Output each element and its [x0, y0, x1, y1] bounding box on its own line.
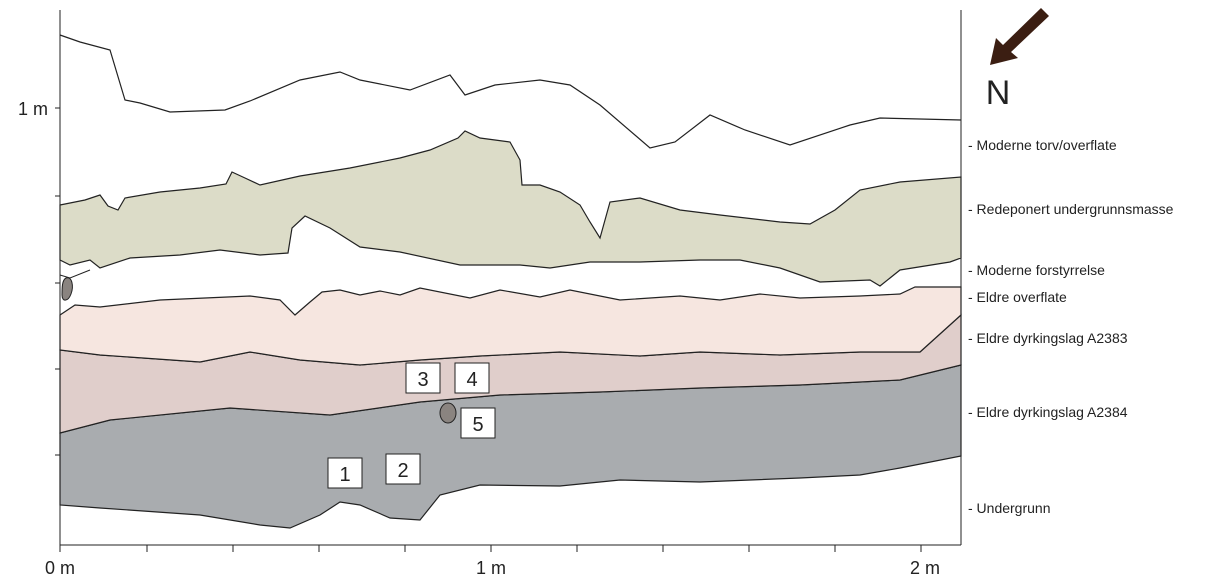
- y-axis-left: [55, 10, 61, 545]
- legend-undergrunn: - Undergrunn: [968, 500, 1051, 516]
- eldre-overflate-band: [59, 286, 962, 366]
- sample-marker-3: 3: [405, 362, 441, 394]
- legend-moderne-torv: - Moderne torv/overflate: [968, 137, 1117, 153]
- legend-a2383: - Eldre dyrkingslag A2383: [968, 330, 1128, 346]
- sample-label-3: 3: [417, 369, 428, 391]
- north-arrow-icon: [990, 8, 1049, 65]
- legend-eldre-overflate: - Eldre overflate: [968, 289, 1067, 305]
- forstyrrelse-line: [59, 269, 91, 279]
- redeponert-band: [59, 130, 962, 287]
- sample-label-1: 1: [339, 464, 350, 486]
- sample-marker-4: 4: [454, 362, 490, 394]
- sample-marker-1: 1: [327, 457, 363, 489]
- north-label: N: [986, 74, 1011, 112]
- legend-redeponert: - Redeponert undergrunnsmasse: [968, 201, 1174, 217]
- x-label-1m: 1 m: [476, 558, 506, 578]
- stone-left: [61, 277, 73, 301]
- sample-label-2: 2: [397, 460, 408, 482]
- x-axis: [59, 544, 961, 552]
- sample-marker-2: 2: [385, 453, 421, 485]
- sample-label-4: 4: [466, 369, 477, 391]
- legend-a2384: - Eldre dyrkingslag A2384: [968, 404, 1128, 420]
- x-label-2m: 2 m: [910, 558, 940, 578]
- y-label-1m: 1 m: [18, 99, 48, 119]
- layer-legend: - Moderne torv/overflate - Redeponert un…: [968, 137, 1174, 516]
- stone-centre: [439, 402, 457, 424]
- surface-line: [59, 34, 962, 149]
- sample-marker-5: 5: [460, 407, 496, 439]
- legend-moderne-forstyrrelse: - Moderne forstyrrelse: [968, 262, 1105, 278]
- x-label-0m: 0 m: [45, 558, 75, 578]
- sample-label-5: 5: [472, 414, 483, 436]
